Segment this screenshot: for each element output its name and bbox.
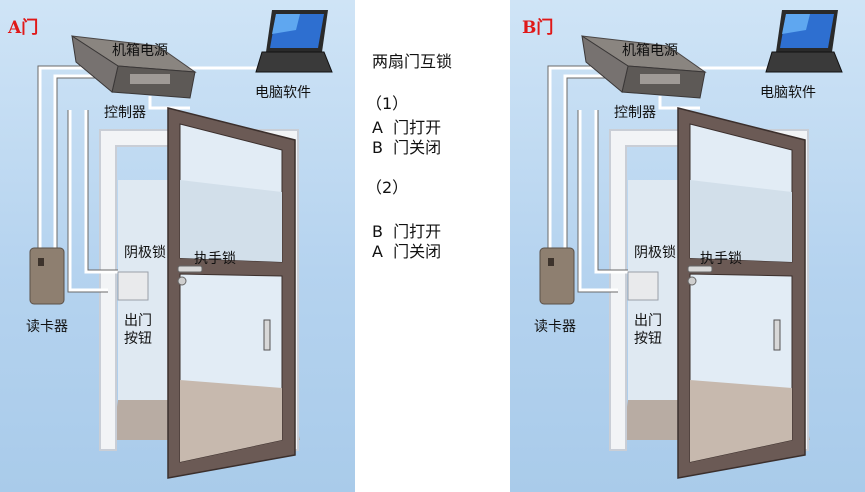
label-exit-button: 出门 按钮 — [634, 313, 662, 347]
label-magnetic-lock: 阴极锁 — [124, 245, 166, 261]
label-controller: 控制器 — [614, 105, 656, 121]
door-b-panel: B门 机箱电源 电脑软件 控制器 阴极锁 执手锁 读卡器 出门 按钮 — [510, 0, 865, 492]
door-a-illustration — [29, 10, 333, 479]
label-handle-lock: 执手锁 — [194, 251, 236, 267]
case1-label: （1） — [366, 94, 409, 113]
door-leaf — [677, 107, 806, 479]
handle-lock-device — [687, 265, 713, 286]
label-computer: 电脑软件 — [760, 85, 816, 101]
door-title: B门 — [522, 18, 554, 38]
notes-heading: 两扇门互锁 — [372, 52, 453, 71]
label-card-reader: 读卡器 — [534, 319, 576, 335]
label-card-reader: 读卡器 — [26, 319, 68, 335]
label-controller: 控制器 — [104, 105, 146, 121]
door-title: A门 — [8, 18, 39, 38]
handle-lock-device — [177, 265, 203, 286]
card-reader-device — [29, 247, 65, 305]
card-reader-device — [539, 247, 575, 305]
label-exit-button: 出门 按钮 — [124, 313, 152, 347]
case2-line1: B 门打开 — [372, 222, 442, 241]
case2-line2: A 门关闭 — [372, 242, 442, 261]
label-handle-lock: 执手锁 — [700, 251, 742, 267]
door-leaf — [167, 107, 296, 479]
case1-line1: A 门打开 — [372, 118, 442, 137]
laptop-icon — [255, 10, 333, 73]
power-box — [71, 34, 197, 99]
label-power: 机箱电源 — [622, 43, 678, 59]
case2-label: （2） — [366, 178, 409, 197]
case1-line2: B 门关闭 — [372, 138, 442, 157]
label-computer: 电脑软件 — [255, 85, 311, 101]
door-b-illustration — [539, 10, 843, 479]
label-magnetic-lock: 阴极锁 — [634, 245, 676, 261]
exit-button-device — [627, 271, 659, 301]
door-a-panel: A门 机箱电源 电脑软件 控制器 阴极锁 执手锁 读卡器 出门 按钮 — [0, 0, 355, 492]
power-box — [581, 34, 707, 99]
laptop-icon — [765, 10, 843, 73]
exit-button-device — [117, 271, 149, 301]
label-power: 机箱电源 — [112, 43, 168, 59]
